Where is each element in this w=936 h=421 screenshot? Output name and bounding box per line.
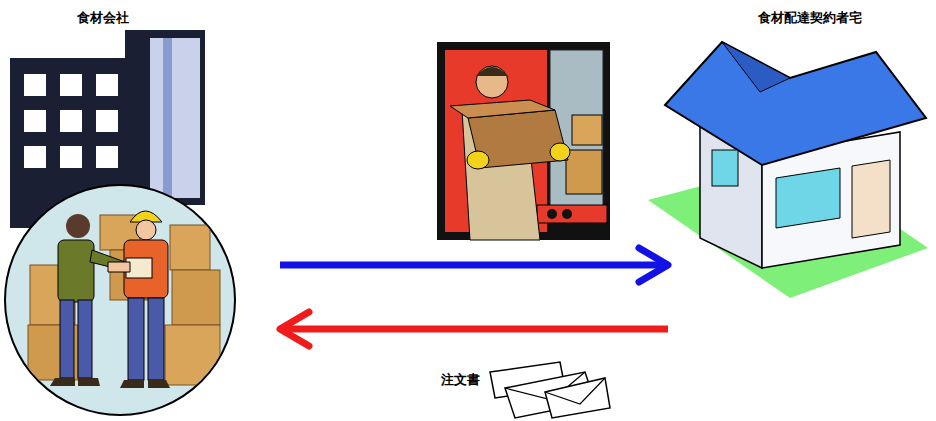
company-building-part [96, 110, 118, 132]
company-building-part [24, 74, 46, 96]
customer-house-part [776, 168, 840, 228]
warehouse-scene-part [5, 185, 235, 415]
delivery-man-picture-part [437, 42, 610, 240]
warehouse-scene-part [28, 215, 220, 385]
node-heading: 食材会社 [0, 9, 206, 27]
delivery-man-picture-part [550, 143, 570, 161]
warehouse-scene-part-part [165, 325, 220, 385]
customer-house-part [665, 42, 926, 165]
company-building-part [163, 38, 172, 198]
order-envelopes [490, 362, 610, 418]
node-heading: 食材配達契約者宅 [668, 9, 936, 27]
company-building-part [60, 146, 82, 168]
company-building-part [96, 74, 118, 96]
warehouse-scene-part [58, 240, 94, 302]
warehouse-scene-part [128, 298, 144, 380]
delivery-man-picture [437, 42, 610, 240]
order-envelopes-part [545, 378, 610, 418]
company-building-part [60, 110, 82, 132]
company-building-part [24, 146, 46, 168]
company-building-part [60, 74, 82, 96]
arrow-label: 注文書 [420, 371, 480, 389]
company-building-part [24, 110, 46, 132]
customer-house-part [722, 42, 790, 92]
warehouse-scene-part [78, 300, 92, 378]
scene-node: 食材配達契約者宅 [668, 5, 930, 340]
delivery-man-picture-part [566, 150, 602, 194]
delivery-man-picture-part [562, 209, 572, 219]
warehouse-scene-part-part [170, 225, 210, 270]
delivery-man-picture-part [476, 67, 508, 76]
warehouse-scene-part [78, 378, 100, 386]
warehouse-scene-part [108, 262, 130, 272]
customer-house [648, 42, 928, 298]
warehouse-scene-part [66, 214, 90, 238]
warehouse-scene [5, 185, 235, 415]
delivery-man-picture-part [468, 110, 568, 168]
warehouse-scene-part [120, 380, 144, 388]
warehouse-scene-part-part [172, 270, 220, 325]
company-building-part [96, 146, 118, 168]
warehouse-scene-part [60, 300, 74, 378]
warehouse-scene-part [50, 378, 75, 386]
warehouse-scene-part [136, 220, 156, 240]
customer-house-part [712, 150, 738, 186]
flow-arrow [280, 262, 668, 269]
customer-house-part [852, 160, 890, 238]
delivery-man-picture-part [450, 100, 555, 118]
flow-arrow [280, 326, 668, 333]
warehouse-scene-part [148, 298, 164, 380]
delivery-man-picture-part [547, 209, 557, 219]
warehouse-scene-part [148, 380, 170, 388]
delivery-man-picture-part [467, 151, 489, 169]
scene-node: 食材会社 [0, 5, 280, 417]
delivery-man-picture-part [537, 205, 607, 223]
warehouse-scene-part [124, 240, 168, 298]
company-building-part [125, 30, 205, 205]
delivery-man-picture-part [572, 115, 602, 145]
company-building-part [150, 38, 200, 198]
order-envelopes-part [545, 378, 605, 404]
delivery-man-picture-part [476, 66, 508, 98]
